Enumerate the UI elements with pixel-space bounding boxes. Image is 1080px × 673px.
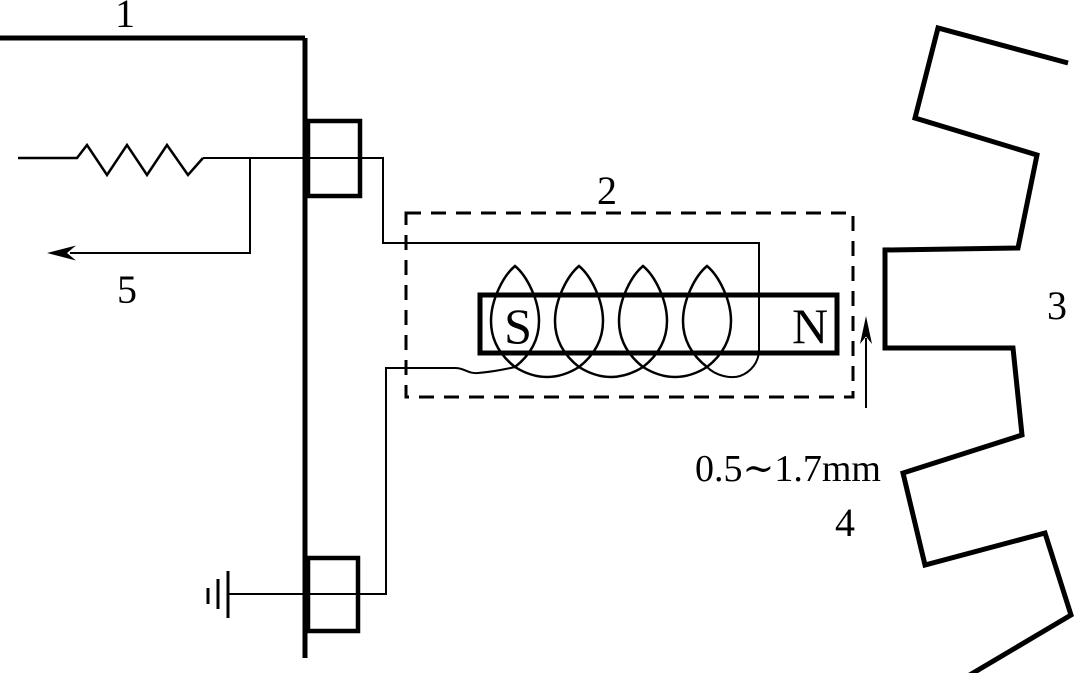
gap-range-text: 0.5∼1.7mm	[695, 448, 881, 490]
toothed-wheel-outline	[882, 24, 1074, 673]
magnet-pole-n-label: N	[792, 298, 828, 354]
label-air-gap: 4	[835, 500, 855, 545]
ground-return-wire	[228, 366, 516, 595]
coil-winding	[489, 264, 733, 379]
feed-wire	[203, 157, 760, 379]
coil-bottom-arcs	[514, 365, 708, 379]
resistor-symbol	[18, 142, 204, 178]
magnet-bar	[477, 292, 840, 356]
signal-output-arrow-icon	[47, 245, 76, 261]
coil-assembly-dashed-box	[404, 211, 855, 399]
label-signal-output: 5	[117, 267, 137, 312]
gap-direction-arrow-icon	[860, 316, 872, 344]
label-housing: 1	[115, 0, 135, 36]
label-induction-coil: 2	[597, 168, 617, 213]
ground-symbol-icon	[206, 571, 230, 618]
magnet-pole-s-label: S	[504, 298, 532, 354]
signal-output-wire	[70, 158, 251, 254]
label-toothed-wheel: 3	[1047, 283, 1067, 328]
